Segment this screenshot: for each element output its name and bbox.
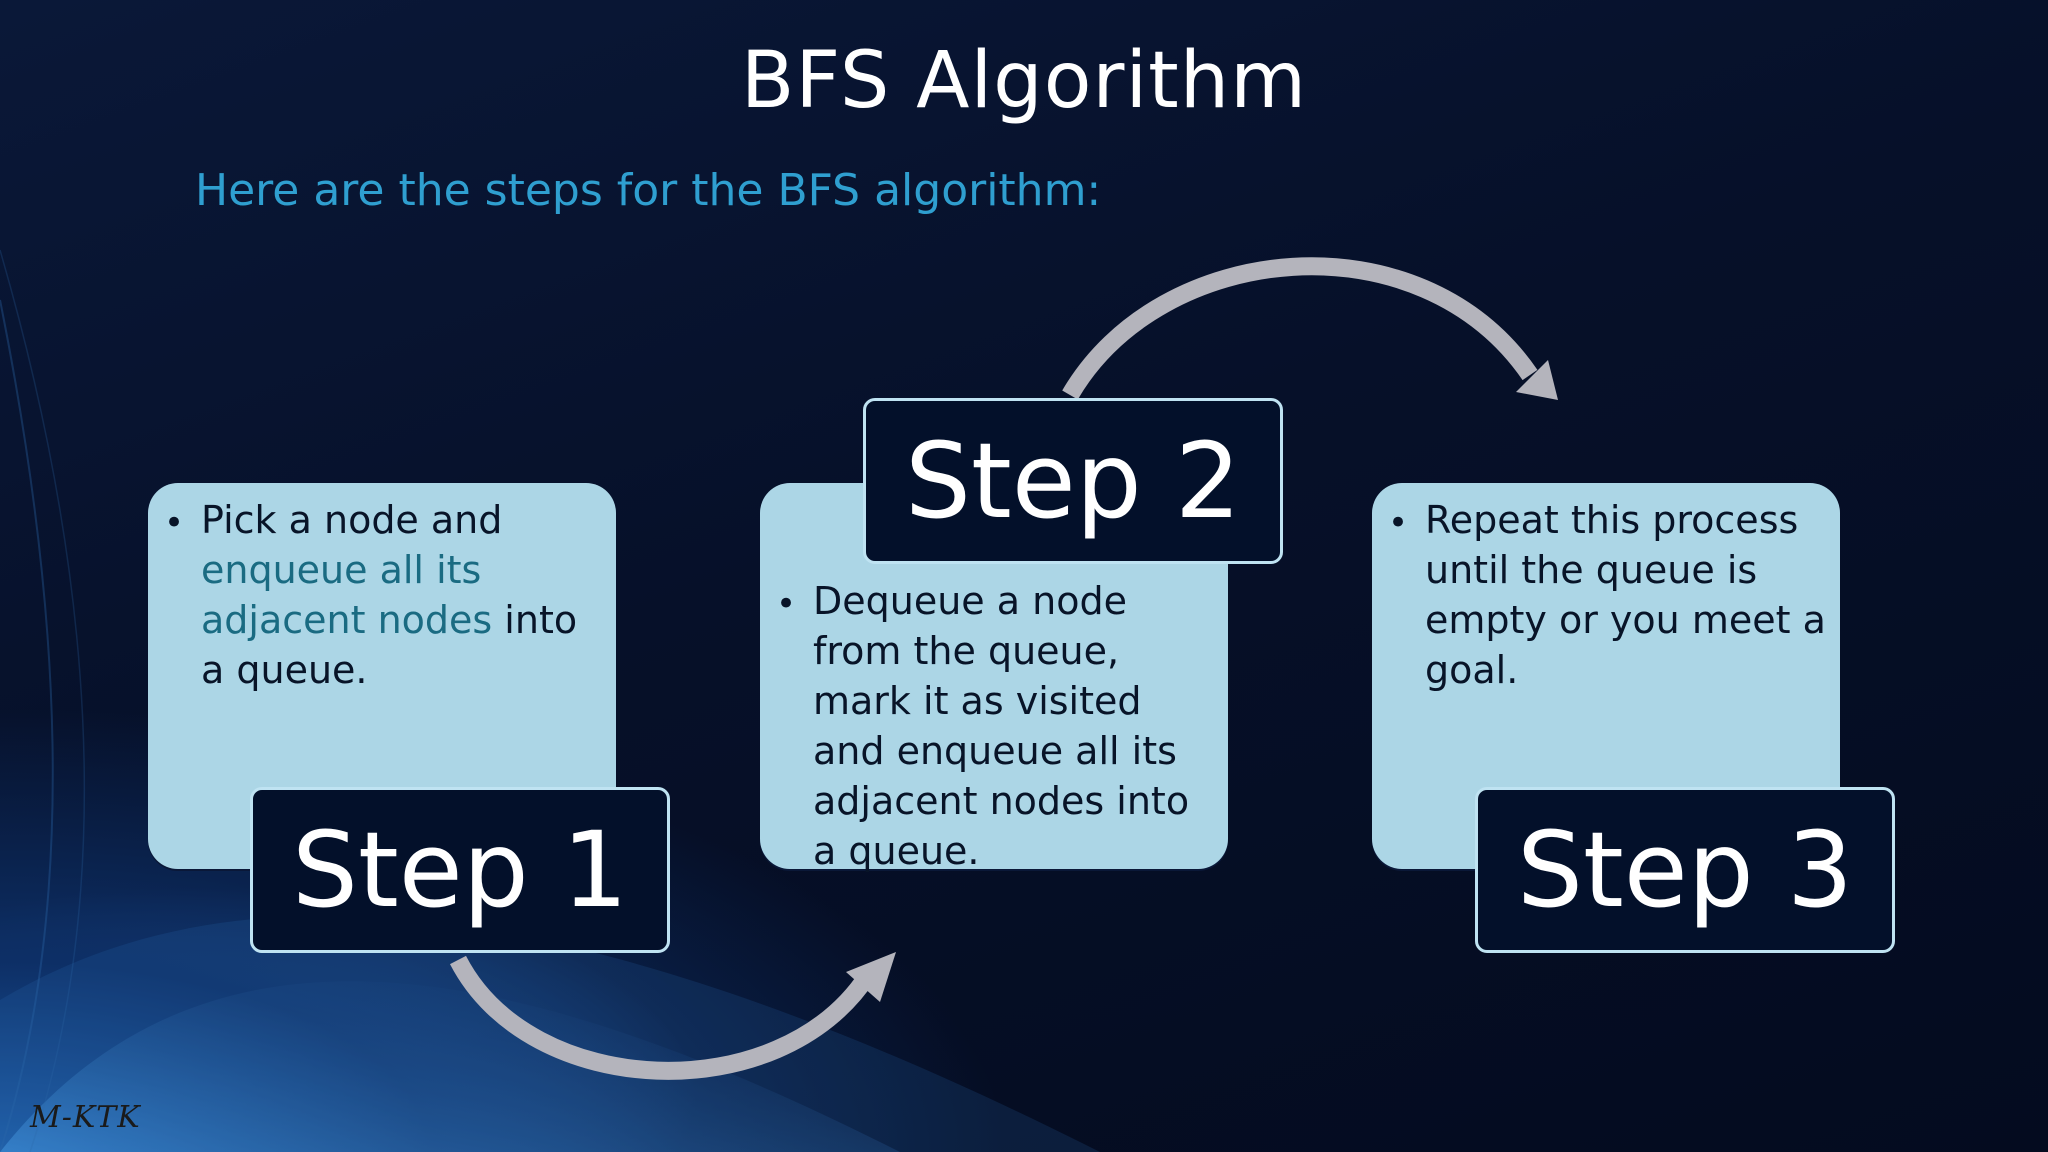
bullet-icon: • bbox=[164, 503, 185, 543]
bullet-icon: • bbox=[776, 584, 797, 624]
arrow-step2-to-step3 bbox=[1062, 257, 1538, 400]
watermark-signature: M-KTK bbox=[30, 1100, 141, 1135]
step-3-label: Step 3 bbox=[1475, 787, 1895, 953]
page-title: BFS Algorithm bbox=[740, 36, 1308, 126]
step-1-description: Pick a node and enqueue all its adjacent… bbox=[201, 495, 606, 695]
step-3-description: Repeat this process until the queue is e… bbox=[1425, 498, 1826, 692]
subtitle: Here are the steps for the BFS algorithm… bbox=[195, 165, 1102, 216]
step-2-description: Dequeue a node from the queue, mark it a… bbox=[813, 579, 1190, 873]
step-1-text-highlight: enqueue all its adjacent nodes bbox=[201, 548, 493, 642]
arrow-step1-to-step2 bbox=[450, 955, 876, 1080]
arrowhead-step3 bbox=[1516, 360, 1558, 400]
arrowhead-step2 bbox=[846, 952, 896, 1002]
step-1-text-part-1: Pick a node and bbox=[201, 498, 503, 542]
step-1-text-part-3: into a queue. bbox=[201, 598, 578, 692]
step-3-label-text: Step 3 bbox=[1516, 809, 1854, 931]
bullet-icon: • bbox=[1388, 503, 1409, 543]
step-1-label: Step 1 bbox=[250, 787, 670, 953]
step-1-label-text: Step 1 bbox=[291, 809, 629, 931]
step-2-label-text: Step 2 bbox=[904, 420, 1242, 542]
step-2-label: Step 2 bbox=[863, 398, 1283, 564]
